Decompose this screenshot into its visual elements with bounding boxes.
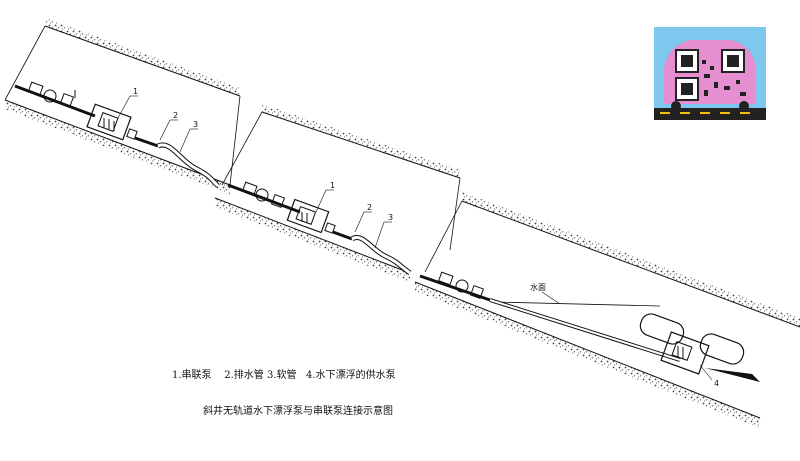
drain-pipe <box>134 136 159 148</box>
series-pump <box>286 198 336 234</box>
legend-text: 1.串联泵 2.排水管 3.软管 4.水下漂浮的供水泵 <box>172 368 396 381</box>
floating-supply-pump <box>639 313 760 382</box>
callout-2: 2 <box>173 111 178 120</box>
diagram-caption: 斜井无轨道水下漂浮泵与串联泵连接示意图 <box>203 404 393 417</box>
shaft-floor-rock <box>5 100 230 194</box>
drain-pipe <box>332 230 353 241</box>
callout-1: 1 <box>330 181 335 190</box>
callout-3: 3 <box>388 213 393 222</box>
shaft-panel-2: 1 2 3 <box>214 104 461 282</box>
series-pump <box>86 103 138 141</box>
shaft-roof-rock <box>462 192 800 327</box>
water-surface-line <box>494 301 661 307</box>
shaft-panel-1: 1 2 3 <box>4 18 241 194</box>
callout-1: 1 <box>133 87 138 96</box>
shaft-floor-rock <box>415 282 760 428</box>
callout-4: 4 <box>714 379 719 388</box>
shaft-roof-rock <box>45 18 240 96</box>
shaft-floor-rock <box>215 198 410 282</box>
callout-2: 2 <box>367 203 372 212</box>
water-surface-label: 水面 <box>530 282 546 292</box>
shaft-roof-rock <box>262 104 460 178</box>
qr-code-badge-icon <box>654 27 766 120</box>
shaft-panel-3: 水面 4 <box>414 192 800 428</box>
callout-3: 3 <box>193 120 198 129</box>
